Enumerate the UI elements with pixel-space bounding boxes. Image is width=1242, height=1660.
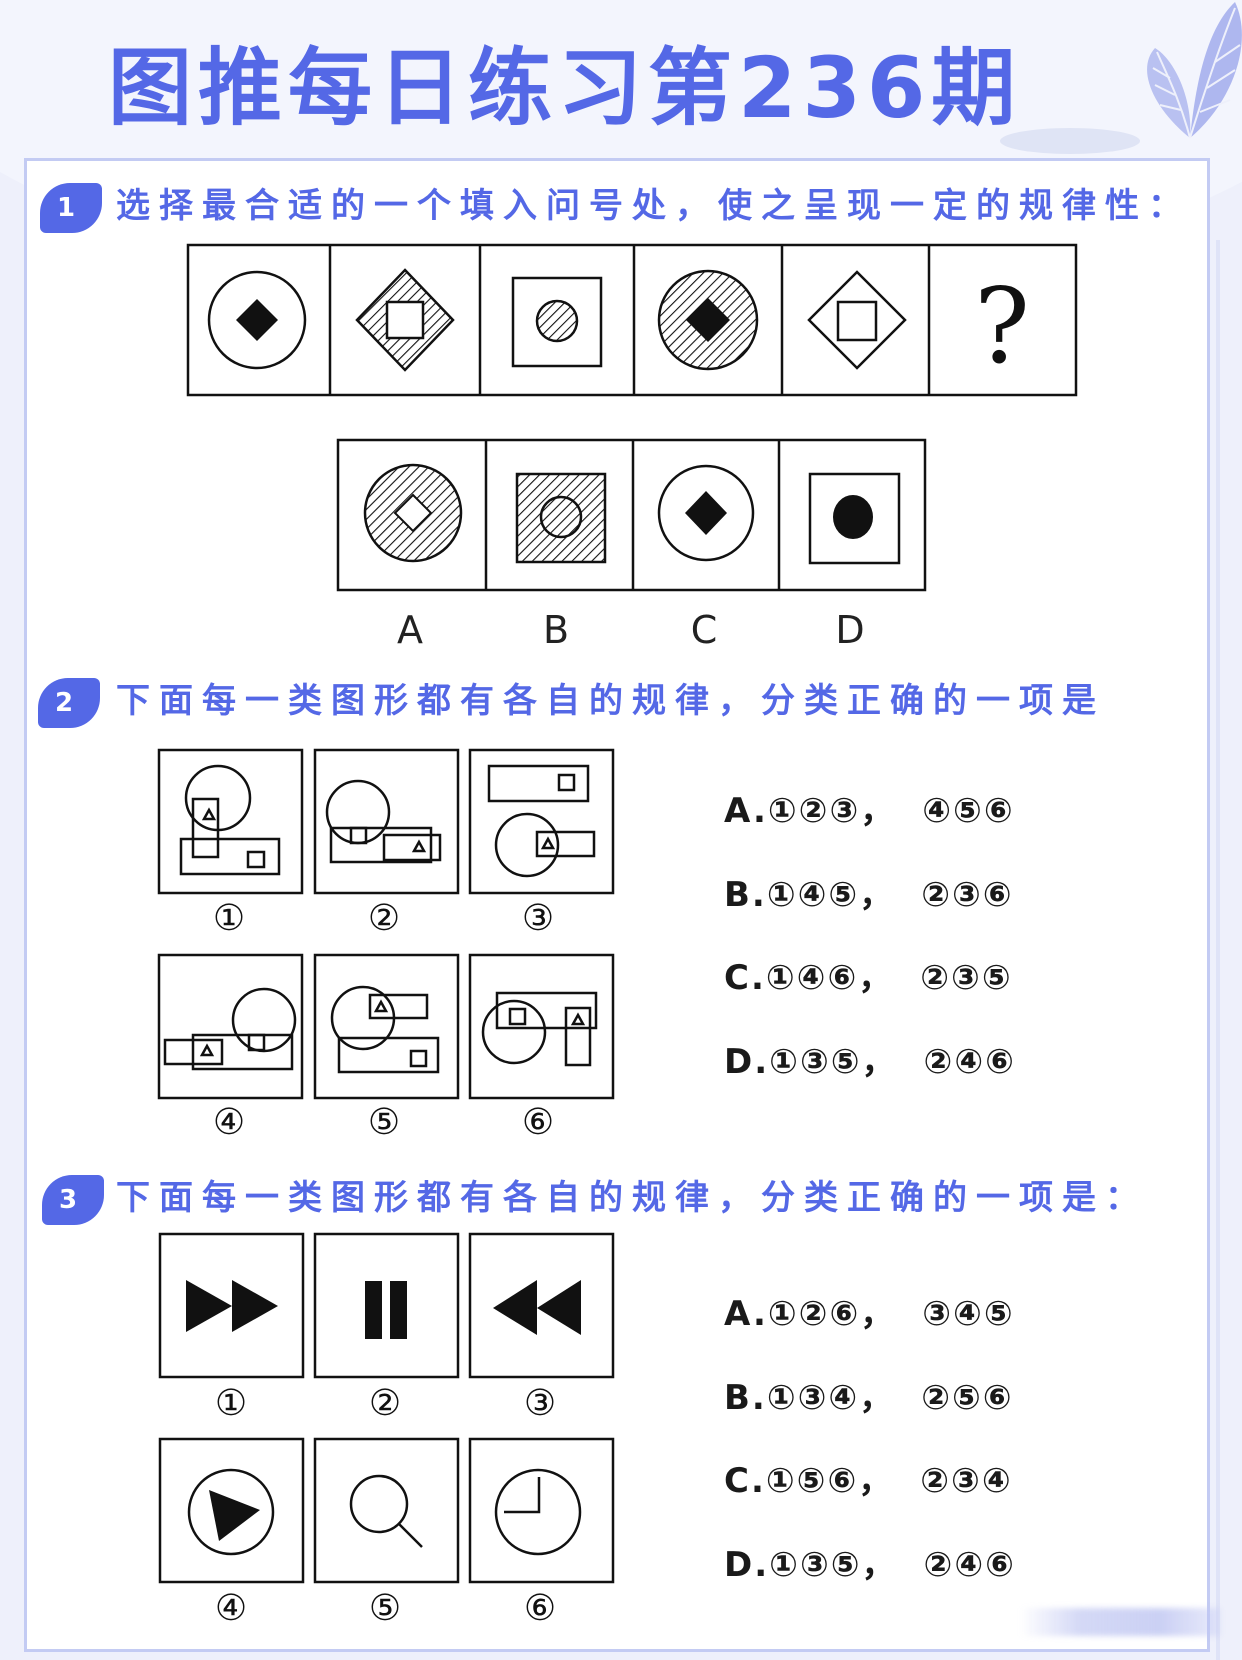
q2-answer-a[interactable]: A.①②③，④⑤⑥ <box>724 791 1015 831</box>
play-circle-icon <box>187 1468 275 1556</box>
q3-figure-label-3: ③ <box>523 1383 557 1424</box>
question-3-prompt: 下面每一类图形都有各自的规律，分类正确的一项是： <box>116 1178 1148 1218</box>
q3-figure-label-1: ① <box>214 1383 248 1424</box>
q2-figure-label-5: ⑤ <box>367 1102 401 1143</box>
question-1-prompt: 选择最合适的一个填入问号处，使之呈现一定的规律性： <box>116 186 1191 226</box>
blurred-watermark <box>1020 1608 1220 1636</box>
q2-figure-label-6: ⑥ <box>521 1102 555 1143</box>
question-2-badge: 2 <box>38 678 100 728</box>
q2-answer-c[interactable]: C.①④⑥，②③⑤ <box>724 958 1013 998</box>
q3-figure-label-4: ④ <box>214 1588 248 1629</box>
question-card <box>24 158 1210 1652</box>
seq-figure-2 <box>355 268 455 372</box>
q2-figure-3 <box>468 748 615 895</box>
magnifier-icon <box>349 1474 423 1548</box>
q3-figure-label-5: ⑤ <box>368 1588 402 1629</box>
q2-figure-2 <box>313 748 460 895</box>
rewind-icon <box>493 1280 581 1335</box>
seq-figure-4 <box>657 269 759 371</box>
question-3-badge: 3 <box>42 1175 104 1225</box>
seq-figure-3 <box>511 276 603 368</box>
q3-figure-label-6: ⑥ <box>523 1588 557 1629</box>
option-d-label[interactable]: D <box>835 608 865 652</box>
q2-answer-b[interactable]: B.①④⑤，②③⑥ <box>724 875 1014 915</box>
q3-answer-a[interactable]: A.①②⑥，③④⑤ <box>724 1294 1015 1334</box>
q2-figure-6 <box>468 953 615 1100</box>
option-b-label[interactable]: B <box>542 608 570 652</box>
q2-figure-label-1: ① <box>212 898 246 939</box>
question-mark: ? <box>974 265 1030 387</box>
question-1-sequence: ? <box>186 243 1078 397</box>
seq-figure-5 <box>807 270 907 370</box>
leaf-shadow <box>1000 128 1140 154</box>
question-2-figures <box>157 748 615 1100</box>
q3-answer-d[interactable]: D.①③⑤，②④⑥ <box>724 1545 1016 1585</box>
question-1-badge: 1 <box>40 183 102 233</box>
option-c-figure[interactable] <box>657 464 755 562</box>
q2-answer-d[interactable]: D.①③⑤，②④⑥ <box>724 1042 1016 1082</box>
question-1-options <box>336 438 927 592</box>
q2-figure-label-4: ④ <box>212 1102 246 1143</box>
pause-icon <box>365 1281 407 1339</box>
card-shadow-edge <box>1216 240 1220 1660</box>
q3-figure-label-2: ② <box>368 1383 402 1424</box>
q2-figure-1 <box>157 748 304 895</box>
question-2-prompt: 下面每一类图形都有各自的规律，分类正确的一项是 <box>116 681 1105 721</box>
q2-figure-label-2: ② <box>367 898 401 939</box>
q3-answer-c[interactable]: C.①⑤⑥，②③④ <box>724 1461 1013 1501</box>
seq-figure-1 <box>207 270 307 370</box>
option-b-figure[interactable] <box>515 472 607 564</box>
q3-answer-b[interactable]: B.①③④，②⑤⑥ <box>724 1378 1014 1418</box>
option-c-label[interactable]: C <box>690 608 718 652</box>
q2-figure-4 <box>157 953 304 1100</box>
option-a-figure[interactable] <box>363 463 463 563</box>
leaf-icon <box>1147 2 1242 139</box>
question-3-figures <box>158 1232 615 1584</box>
fast-forward-icon <box>186 1280 278 1332</box>
option-a-label[interactable]: A <box>397 608 423 652</box>
page-title: 图推每日练习第236期 <box>108 39 1022 137</box>
q2-figure-5 <box>313 953 460 1100</box>
q2-figure-label-3: ③ <box>521 898 555 939</box>
clock-icon <box>494 1468 582 1556</box>
option-d-figure[interactable] <box>808 472 901 565</box>
